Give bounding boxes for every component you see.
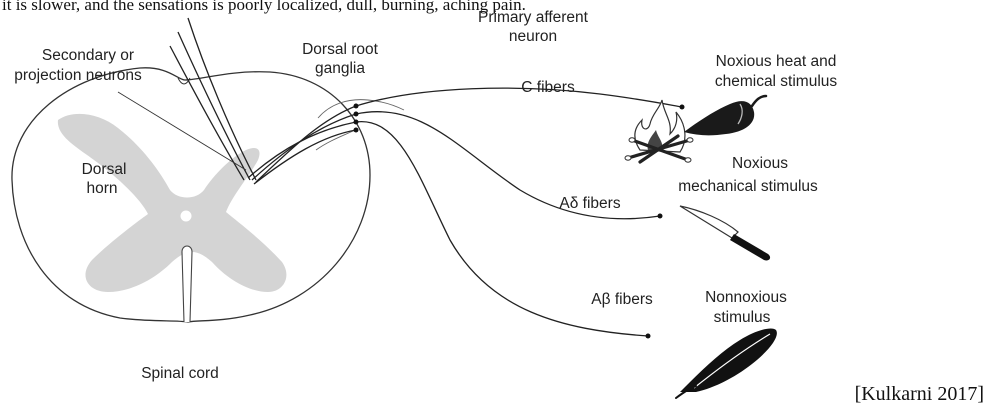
- adelta-fibers-label: Aδ fibers: [559, 195, 620, 212]
- knife-icon: [680, 206, 770, 260]
- mechanical-stimulus-label-line1: Noxious: [732, 155, 788, 172]
- nonnoxious-label-line2: stimulus: [714, 309, 771, 326]
- abeta-fiber-terminal: [646, 334, 651, 339]
- anterior-median-fissure: [182, 246, 192, 322]
- ganglion-cell-1: [354, 104, 359, 109]
- ganglion-cell-4: [354, 128, 359, 133]
- drg-label-line1: Dorsal root: [302, 41, 378, 58]
- chili-pepper-icon: [684, 96, 766, 135]
- abeta-fibers-label: Aβ fibers: [591, 291, 653, 308]
- central-canal: [181, 211, 192, 222]
- primary-afferent-label-line2: neuron: [509, 28, 557, 45]
- feather-icon: [676, 328, 777, 398]
- nonnoxious-label-line1: Nonnoxious: [705, 289, 787, 306]
- heat-stimulus-label-line2: chemical stimulus: [715, 73, 838, 90]
- dorsal-horn-label-line1: Dorsal: [82, 161, 127, 178]
- adelta-fiber-terminal: [658, 214, 663, 219]
- secondary-neurons-label-line2: projection neurons: [14, 67, 142, 84]
- dorsal-horn-label-line2: horn: [86, 180, 117, 197]
- drg-label-line2: ganglia: [315, 60, 365, 77]
- citation: [Kulkarni 2017]: [855, 383, 984, 405]
- heat-stimulus-label-line1: Noxious heat and: [716, 53, 837, 70]
- secondary-neurons-label-line1: Secondary or: [42, 47, 134, 64]
- primary-afferent-label-line1: Primary afferent: [478, 9, 589, 26]
- header-text-fragment: it is slower, and the sensations is poor…: [2, 0, 526, 14]
- mechanical-stimulus-label-line2: mechanical stimulus: [678, 178, 818, 195]
- ganglion-cell-3: [354, 120, 359, 125]
- c-fibers-label: C fibers: [521, 79, 575, 96]
- c-fiber-terminal: [680, 105, 685, 110]
- ganglion-cell-2: [354, 112, 359, 117]
- spinal-cord-label: Spinal cord: [141, 365, 219, 382]
